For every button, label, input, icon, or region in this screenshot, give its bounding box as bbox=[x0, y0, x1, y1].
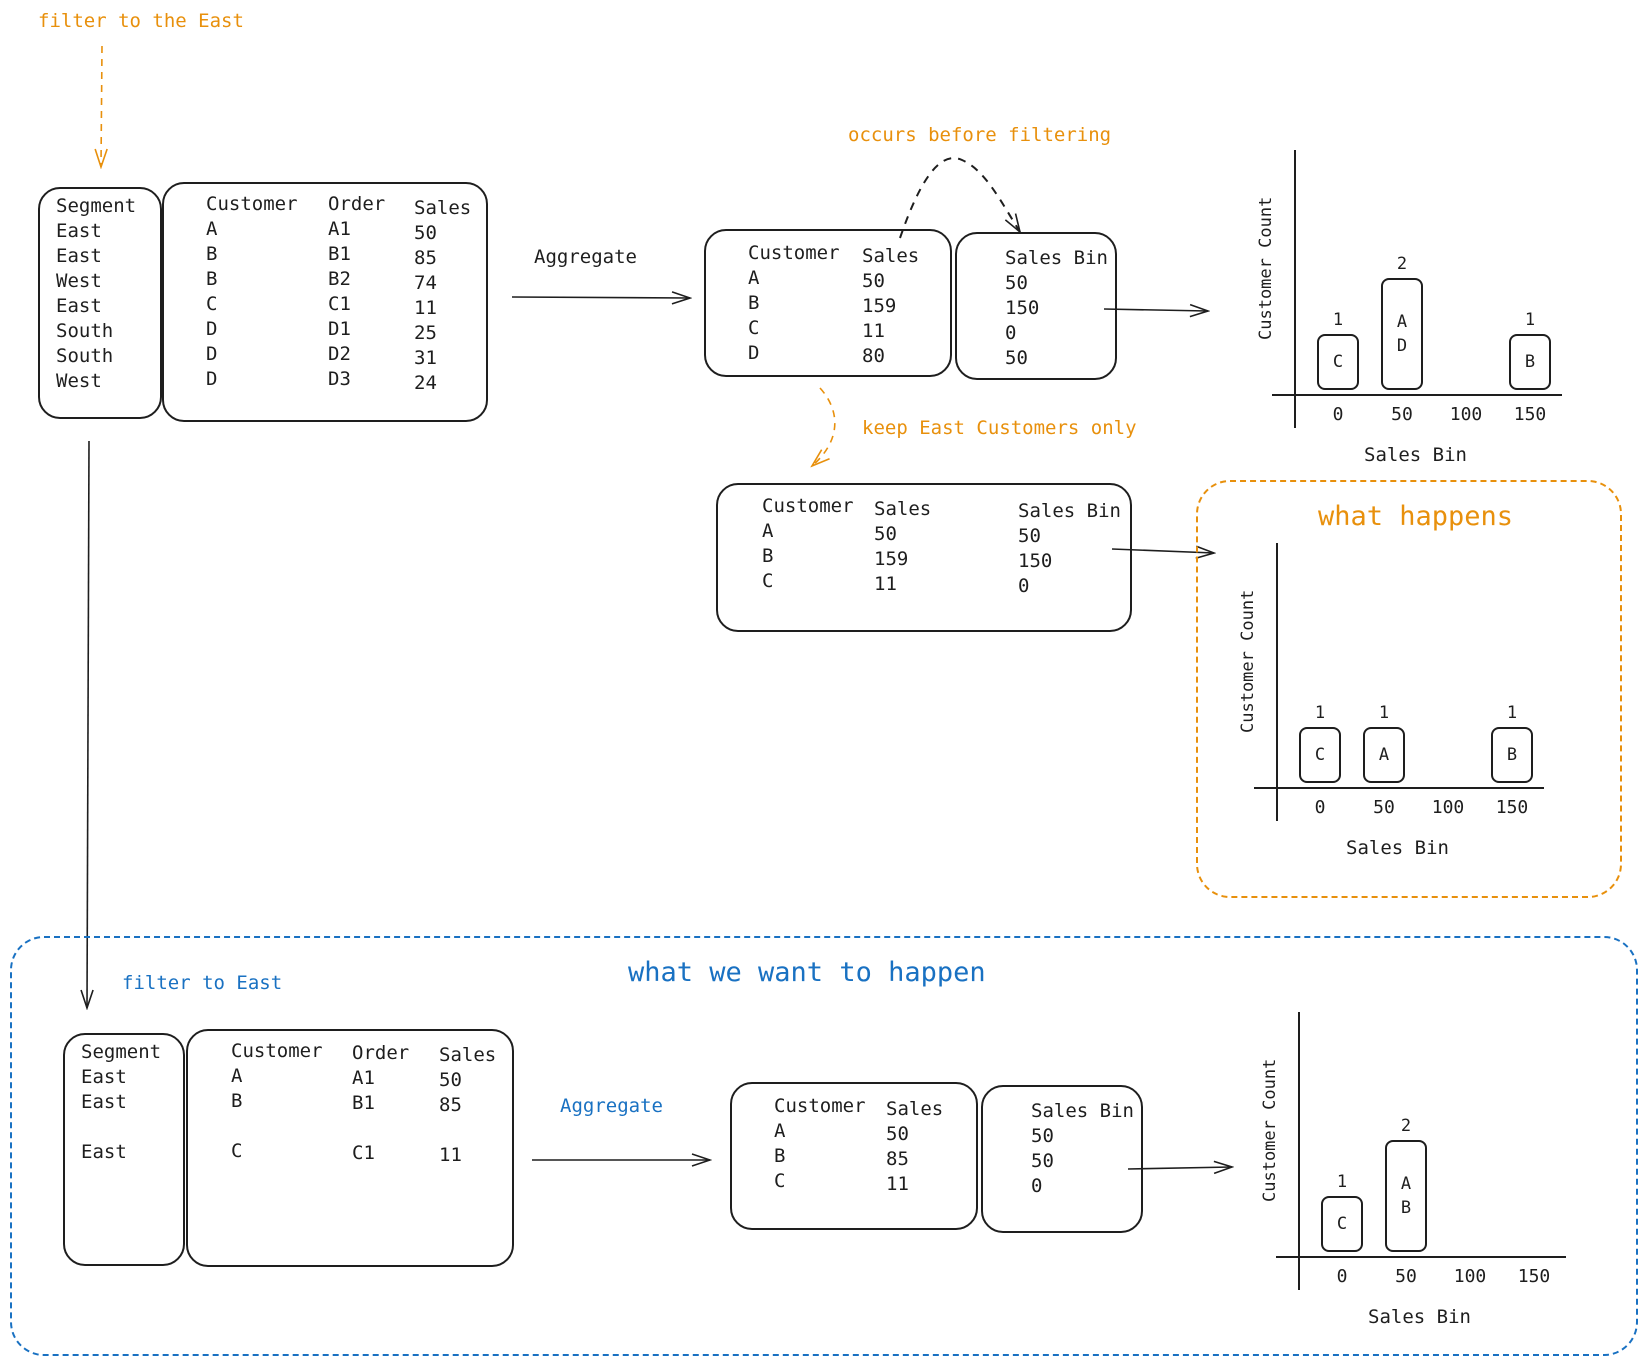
filtered-table bbox=[716, 483, 1132, 632]
bottom-bin-table bbox=[981, 1085, 1143, 1233]
bar-member-label: B bbox=[1506, 745, 1518, 765]
bottom-orders-sales-column: Sales 50 85 11 bbox=[439, 1044, 497, 1166]
what-we-want-zone bbox=[10, 936, 1638, 1356]
aggregate-label-bottom: Aggregate bbox=[560, 1095, 663, 1117]
bottom-segment-column: Segment East East East bbox=[81, 1041, 162, 1163]
aggregate-arrow-top bbox=[511, 297, 690, 298]
bin-table bbox=[955, 232, 1117, 380]
bottom-aggregated-customer-column: Customer A B C bbox=[774, 1095, 866, 1192]
bar-count-label: 1 bbox=[1332, 310, 1344, 330]
bar-member-label: A bbox=[1400, 1174, 1412, 1194]
filter-east-arrow bbox=[101, 45, 102, 167]
y-axis-label: Customer Count bbox=[1238, 589, 1258, 733]
filtered-sales-column: Sales 50 159 11 bbox=[874, 498, 932, 595]
filtered-customer-column: Customer A B C bbox=[762, 495, 854, 592]
bins-to-chart1-arrow bbox=[1103, 309, 1208, 311]
x-axis-label: Sales Bin bbox=[1368, 1306, 1471, 1328]
bar-member-label: A bbox=[1396, 312, 1408, 332]
aggregated-table bbox=[704, 229, 952, 377]
filtered-bin-column: Sales Bin 50 150 0 bbox=[1018, 500, 1121, 597]
x-axis bbox=[1254, 787, 1544, 789]
keep-east-arrow bbox=[812, 387, 836, 466]
tick-label: 50 bbox=[1391, 404, 1413, 425]
bar-member-label: B bbox=[1400, 1198, 1412, 1218]
orders-order-column: Order A1 B1 B2 C1 D1 D2 D3 bbox=[328, 193, 386, 390]
filter-to-east-vertical-arrow bbox=[87, 440, 89, 1008]
bar: B bbox=[1491, 727, 1533, 783]
tick-label: 100 bbox=[1431, 797, 1465, 818]
occurs-before-filtering-note: occurs before filtering bbox=[848, 124, 1112, 146]
bar-member-label: B bbox=[1524, 352, 1536, 372]
tick-label: 100 bbox=[1449, 404, 1483, 425]
what-happens-title: what happens bbox=[1318, 501, 1514, 532]
aggregated-customer-column: Customer A B C D bbox=[748, 242, 840, 364]
y-axis bbox=[1276, 543, 1278, 821]
tick-label: 150 bbox=[1513, 404, 1547, 425]
y-axis bbox=[1294, 150, 1296, 428]
y-axis-label: Customer Count bbox=[1260, 1058, 1280, 1202]
bottom-aggregated-table bbox=[730, 1082, 978, 1230]
bottom-orders-table bbox=[186, 1029, 514, 1267]
bar-count-label: 1 bbox=[1378, 703, 1390, 723]
tick-label: 150 bbox=[1495, 797, 1529, 818]
x-axis bbox=[1272, 394, 1562, 396]
tick-label: 0 bbox=[1336, 1266, 1348, 1287]
bar: C bbox=[1321, 1196, 1363, 1252]
tick-label: 0 bbox=[1332, 404, 1344, 425]
bar-count-label: 2 bbox=[1400, 1116, 1412, 1136]
bar-member-label: C bbox=[1332, 352, 1344, 372]
x-axis bbox=[1276, 1256, 1566, 1258]
bottom-orders-customer-column: Customer A B C bbox=[231, 1040, 323, 1162]
bins-to-chart3-arrow bbox=[1127, 1167, 1232, 1169]
bar-count-label: 1 bbox=[1336, 1172, 1348, 1192]
bin-column: Sales Bin 50 150 0 50 bbox=[1005, 247, 1108, 369]
bar: C bbox=[1299, 727, 1341, 783]
bar-count-label: 1 bbox=[1314, 703, 1326, 723]
bottom-orders-order-column: Order A1 B1 C1 bbox=[352, 1042, 410, 1164]
tick-label: 0 bbox=[1314, 797, 1326, 818]
before-filtering-loop bbox=[899, 157, 1020, 239]
segment-column: Segment East East West East South South … bbox=[56, 195, 137, 392]
orders-customer-column: Customer A B B C D D D bbox=[206, 193, 298, 390]
tick-label: 100 bbox=[1453, 1266, 1487, 1287]
bar-member-label: C bbox=[1336, 1214, 1348, 1234]
bar: B bbox=[1509, 334, 1551, 390]
y-axis bbox=[1298, 1012, 1300, 1290]
tick-label: 50 bbox=[1373, 797, 1395, 818]
bar-count-label: 2 bbox=[1396, 254, 1408, 274]
bottom-aggregated-sales-column: Sales 50 85 11 bbox=[886, 1098, 944, 1195]
bottom-segment-table bbox=[63, 1033, 185, 1266]
tick-label: 150 bbox=[1517, 1266, 1551, 1287]
bar: C bbox=[1317, 334, 1359, 390]
keep-east-customers-note: keep East Customers only bbox=[862, 417, 1137, 439]
bar-count-label: 1 bbox=[1524, 310, 1536, 330]
filter-to-east-note: filter to East bbox=[122, 972, 283, 994]
what-we-want-title: what we want to happen bbox=[628, 957, 986, 988]
bar-count-label: 1 bbox=[1506, 703, 1518, 723]
bar-member-label: C bbox=[1314, 745, 1326, 765]
aggregated-sales-column: Sales 50 159 11 80 bbox=[862, 245, 920, 367]
filter-to-the-east-note: filter to the East bbox=[38, 10, 244, 32]
what-happens-zone bbox=[1196, 480, 1622, 898]
orders-table bbox=[162, 182, 488, 422]
bar-member-label: A bbox=[1378, 745, 1390, 765]
x-axis-label: Sales Bin bbox=[1346, 837, 1449, 859]
bar-member-label: D bbox=[1396, 336, 1408, 356]
bar: A bbox=[1363, 727, 1405, 783]
y-axis-label: Customer Count bbox=[1256, 196, 1276, 340]
orders-sales-column: Sales 50 85 74 11 25 31 24 bbox=[414, 197, 472, 394]
tick-label: 50 bbox=[1395, 1266, 1417, 1287]
aggregate-label-top: Aggregate bbox=[534, 246, 637, 268]
segment-table bbox=[38, 187, 162, 419]
bottom-bin-column: Sales Bin 50 50 0 bbox=[1031, 1100, 1134, 1197]
x-axis-label: Sales Bin bbox=[1364, 444, 1467, 466]
